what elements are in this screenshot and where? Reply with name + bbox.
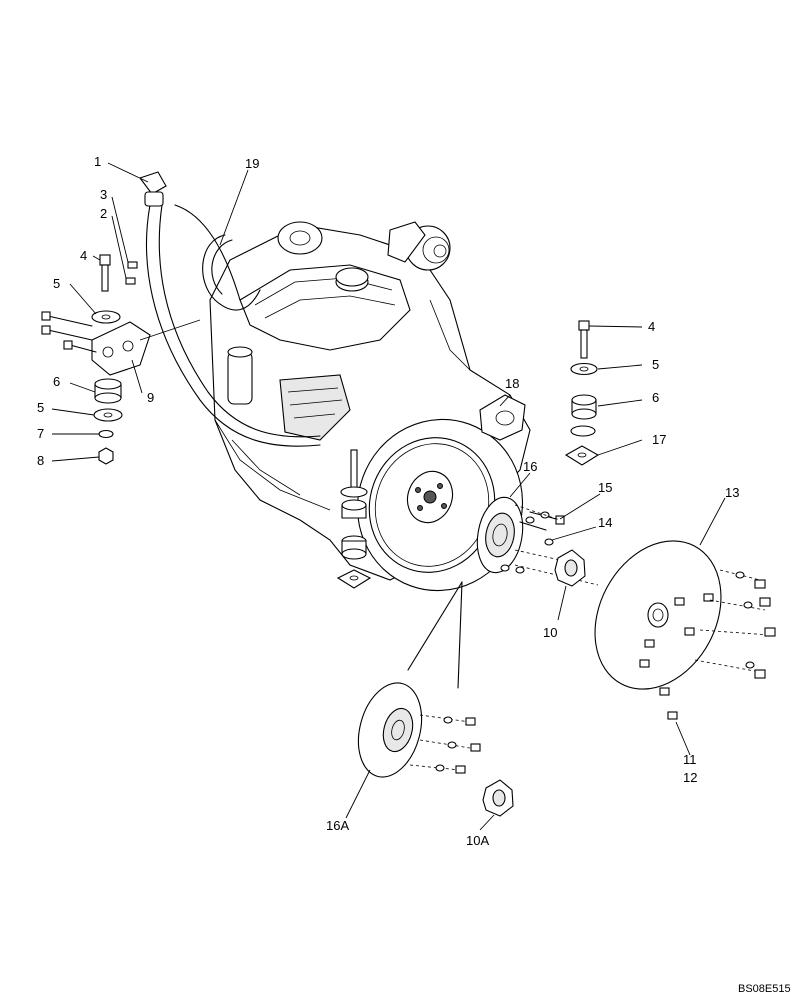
callout-labels: 1 19 3 2 4 5 9 6 5 7 8 4 5 6 17 18 16 15… [37,154,791,995]
callout-5: 5 [652,357,659,372]
callout-4: 4 [80,248,87,263]
callout-6: 6 [53,374,60,389]
callout-2: 2 [100,206,107,221]
drawing-code: BS08E515 [738,983,791,995]
callout-10: 10 [543,625,557,640]
callout-7: 7 [37,426,44,441]
callout-5: 5 [37,400,44,415]
callout-9: 9 [147,390,154,405]
callout-19: 19 [245,156,259,171]
callout-16A: 16A [326,818,349,833]
coupling-parts [476,496,776,720]
callout-5: 5 [53,276,60,291]
callout-14: 14 [598,515,612,530]
callout-6: 6 [652,390,659,405]
engine-assembly [146,204,531,592]
callout-18: 18 [505,376,519,391]
callout-12: 12 [683,770,697,785]
callout-3: 3 [100,187,107,202]
callout-16: 16 [523,459,537,474]
callout-17: 17 [652,432,666,447]
right-mount-parts [564,320,600,466]
center-mount-parts [336,449,372,589]
alternate-coupling-parts [357,581,514,817]
left-mount-parts [41,171,201,465]
callout-4: 4 [648,319,655,334]
callout-13: 13 [725,485,739,500]
leader-lines [51,162,726,831]
callout-8: 8 [37,453,44,468]
callout-11: 11 [683,752,697,767]
callout-10A: 10A [466,833,489,848]
callout-15: 15 [598,480,612,495]
callout-1: 1 [94,154,101,169]
